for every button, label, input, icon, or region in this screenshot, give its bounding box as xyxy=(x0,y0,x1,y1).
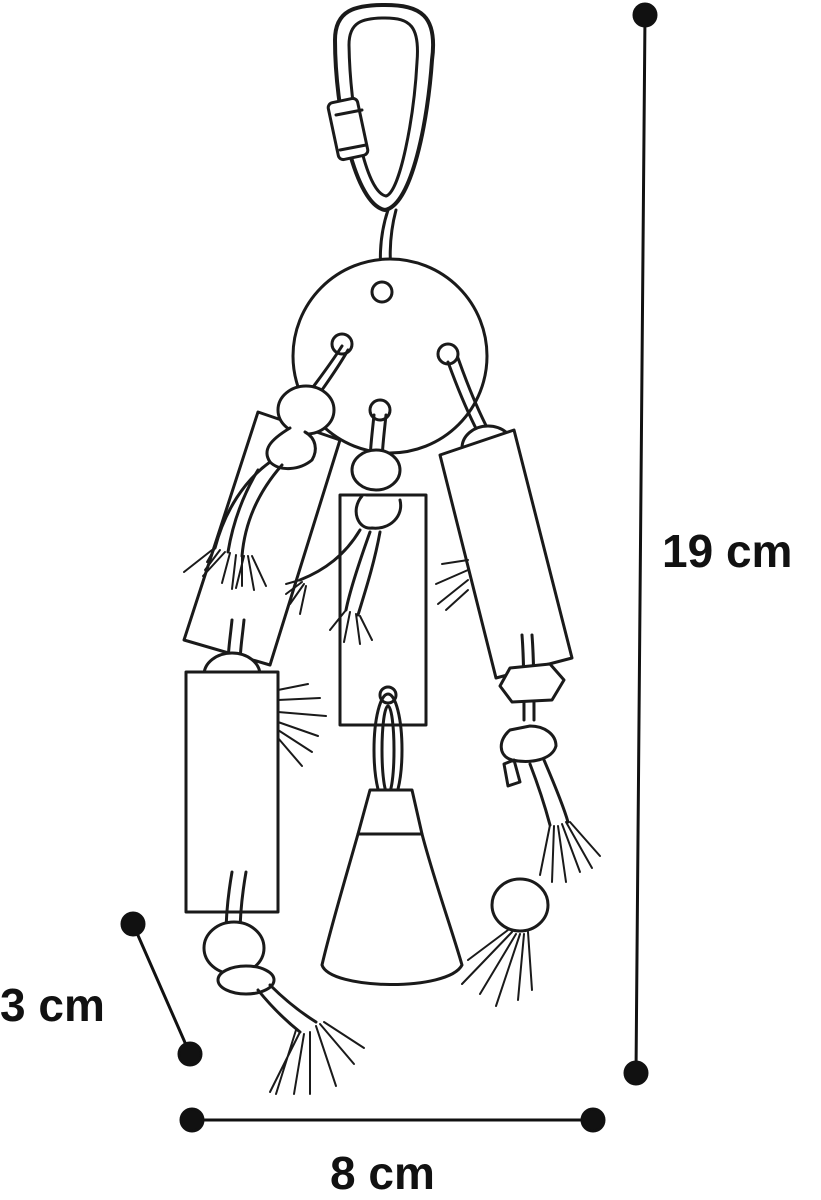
depth-dimension-line xyxy=(120,911,203,1067)
middle-wooden-block xyxy=(285,413,428,727)
bell xyxy=(320,685,464,986)
left-lower-wooden-block xyxy=(184,618,365,1095)
carabiner-hook xyxy=(326,3,436,287)
height-label: 19 cm xyxy=(662,525,793,577)
depth-label: 3 cm xyxy=(0,979,105,1031)
height-dimension-line xyxy=(623,2,658,1086)
left-upper-wooden-block xyxy=(182,344,350,667)
width-label: 8 cm xyxy=(330,1147,435,1199)
width-dimension-line xyxy=(179,1107,606,1133)
right-wooden-block xyxy=(435,356,601,1007)
